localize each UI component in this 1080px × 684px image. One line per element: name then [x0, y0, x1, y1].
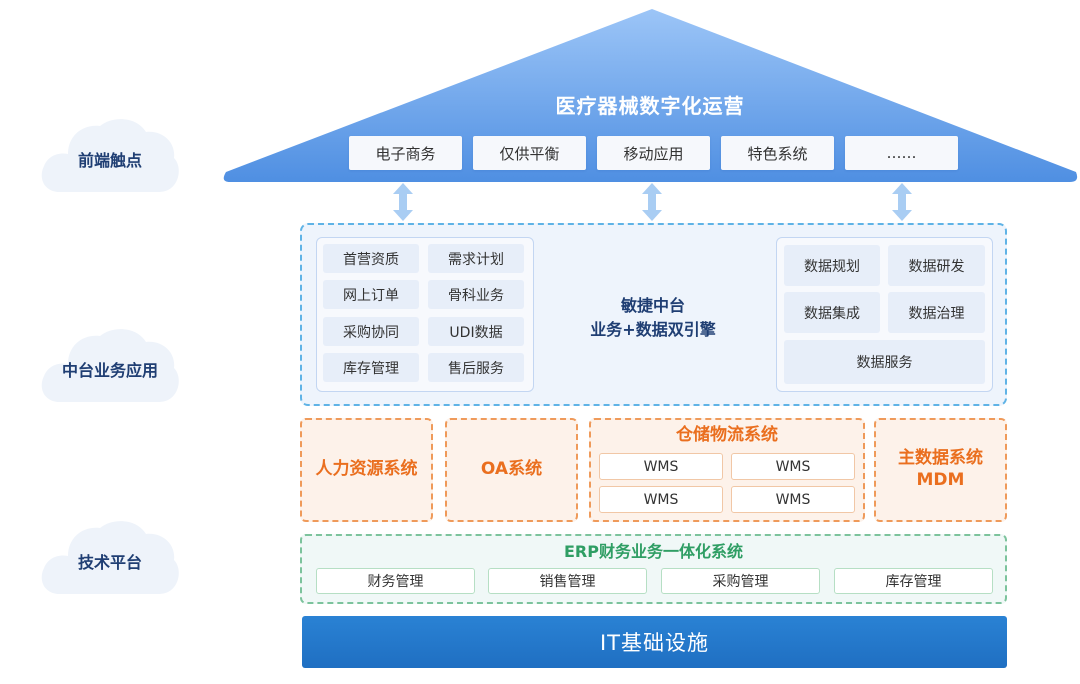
data-service-item: 数据服务 [784, 340, 985, 384]
oa-system-title: OA系统 [480, 459, 543, 479]
layer-label-tech: 技术平台 [77, 553, 142, 572]
it-infrastructure: IT基础设施 [302, 616, 1007, 668]
roof-item-feature: 特色系统 [721, 136, 834, 170]
erp-item-sales: 销售管理 [488, 568, 647, 594]
cloud-middle: 中台业务应用 [38, 322, 182, 406]
cloud-tech: 技术平台 [38, 514, 182, 598]
mdm-title-line2: MDM [916, 470, 965, 490]
mdm-title-line1: 主数据系统 [898, 448, 983, 468]
wms-item: WMS [731, 486, 855, 513]
business-item: 网上订单 [323, 280, 419, 309]
agile-title: 敏捷中台 [620, 296, 685, 315]
cloud-front: 前端触点 [38, 112, 182, 196]
hr-system-title: 人力资源系统 [315, 459, 418, 479]
wms-item: WMS [599, 486, 723, 513]
double-arrow-icon [393, 183, 413, 221]
business-item: 库存管理 [323, 353, 419, 382]
erp-title: ERP财务业务一体化系统 [564, 542, 743, 561]
business-item: 售后服务 [428, 353, 524, 382]
business-item: UDI数据 [428, 317, 524, 346]
business-item: 首营资质 [323, 244, 419, 273]
double-arrow-icon [642, 183, 662, 221]
business-item: 采购协同 [323, 317, 419, 346]
erp-item-inventory: 库存管理 [834, 568, 993, 594]
roof-item-more: …… [845, 136, 958, 170]
hr-system-box [300, 418, 433, 522]
layer-label-middle: 中台业务应用 [61, 361, 158, 380]
cloud-shape-icon [41, 119, 179, 192]
erp-item-finance: 财务管理 [316, 568, 475, 594]
cloud-shape-icon [41, 521, 179, 594]
erp-item-purchase: 采购管理 [661, 568, 820, 594]
mdm-system-title: 主数据系统 MDM [874, 446, 1007, 492]
roof-title: 医疗器械数字化运营 [555, 94, 745, 118]
agile-platform-label: 敏捷中台 业务+数据双引擎 [540, 294, 766, 342]
roof-item-ecommerce: 电子商务 [349, 136, 462, 170]
mdm-system-box [874, 418, 1007, 522]
roof-item-mobile: 移动应用 [597, 136, 710, 170]
wms-item: WMS [731, 453, 855, 480]
data-item: 数据治理 [888, 292, 985, 333]
wms-item: WMS [599, 453, 723, 480]
warehouse-system-title: 仓储物流系统 [676, 425, 778, 445]
layer-label-front: 前端触点 [77, 151, 142, 170]
business-item: 骨科业务 [428, 280, 524, 309]
double-arrow-icon [892, 183, 912, 221]
business-item: 需求计划 [428, 244, 524, 273]
data-item: 数据集成 [784, 292, 880, 333]
oa-system-box [445, 418, 578, 522]
agile-subtitle: 业务+数据双引擎 [590, 320, 716, 339]
cloud-shape-icon [41, 329, 179, 402]
data-item: 数据规划 [784, 245, 880, 286]
roof-item-supply-balance: 仅供平衡 [473, 136, 586, 170]
data-item: 数据研发 [888, 245, 985, 286]
